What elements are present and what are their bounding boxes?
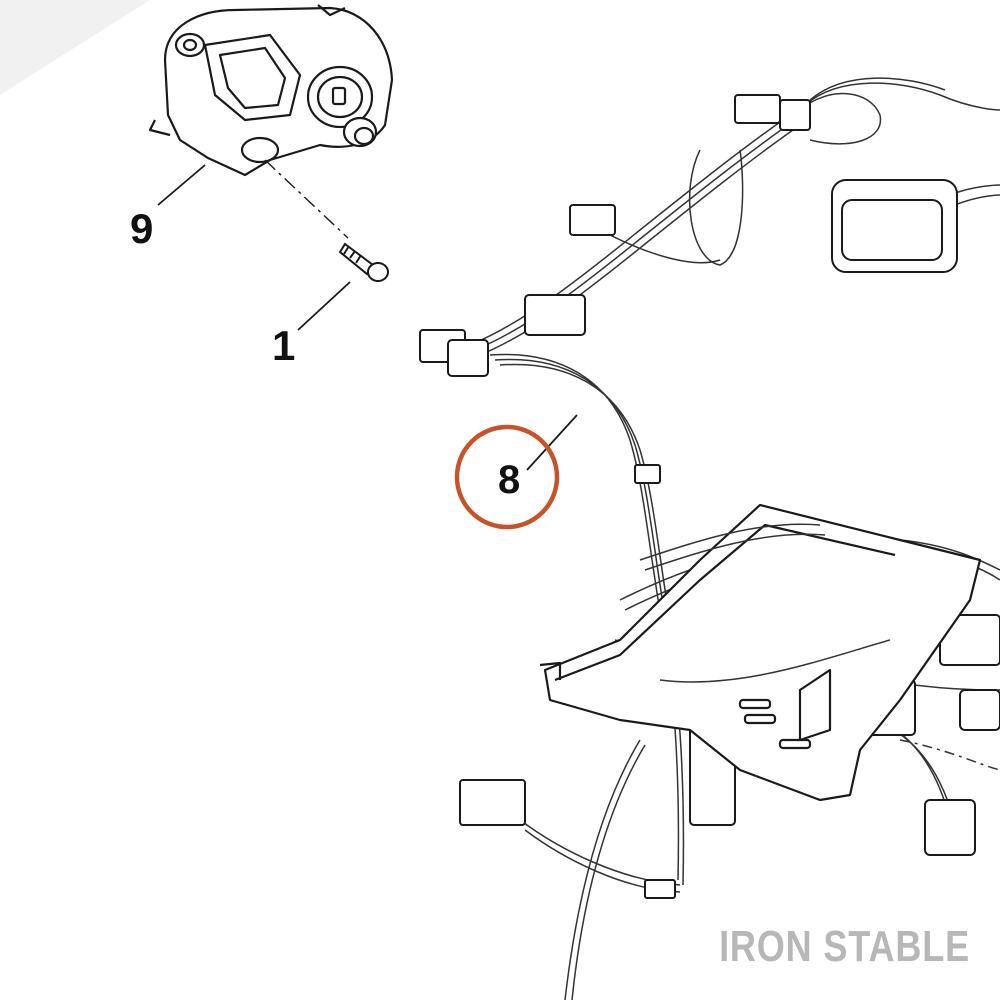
corner-mark [0,0,150,95]
leader-1 [297,281,351,331]
mounting-plate [539,503,982,802]
plate-harness-overlay [639,523,891,683]
leader-8 [526,414,578,471]
callout-9: 9 [130,205,154,252]
dashdot-line-housing [264,159,349,239]
callout-8: 8 [498,458,521,502]
leader-9 [157,164,206,206]
part-1-screw [338,242,389,282]
highlight-circle-8 [454,424,560,530]
watermark-text: IRON STABLE [719,922,970,971]
callout-1: 1 [272,322,296,369]
harness-connectors [419,94,1000,899]
part-9-housing [148,4,394,177]
